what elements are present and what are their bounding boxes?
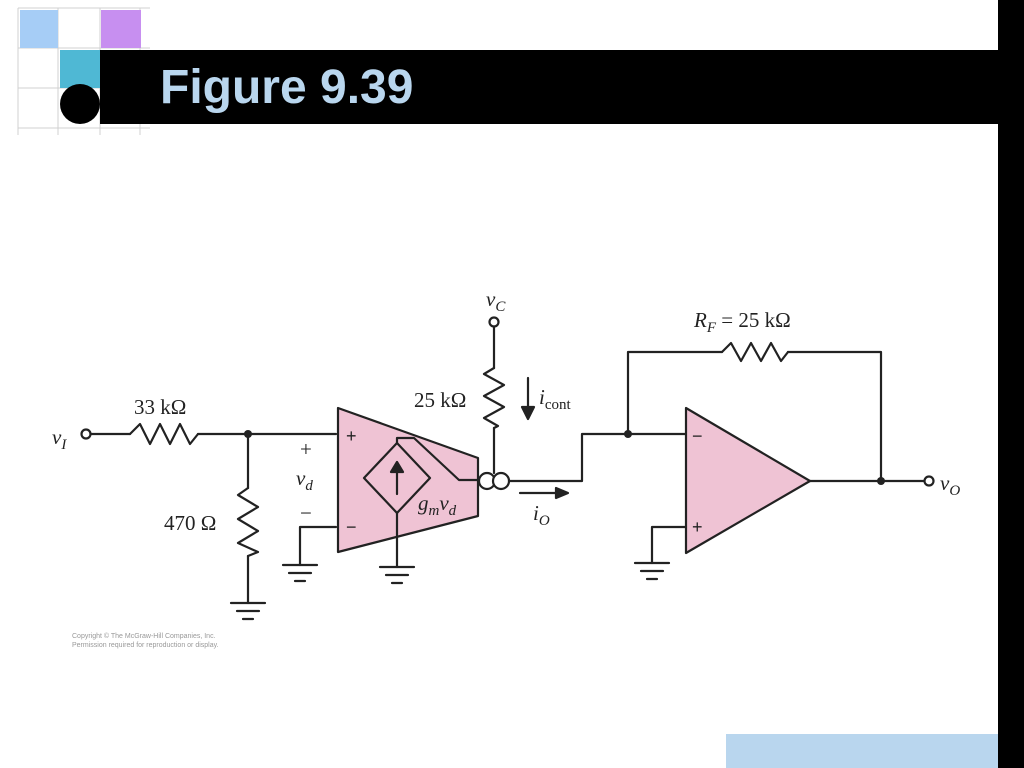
mirror-circle-right [491,471,511,491]
copyright-line-2: Permission required for reproduction or … [72,642,219,649]
ground-ota-minus [281,563,319,583]
label-r-control: 25 kΩ [414,388,466,412]
ground-source [378,565,416,585]
corner-accent-block [726,734,998,768]
junction-feedback-node [624,430,632,438]
decorative-grid [17,7,150,135]
label-ota-plus: + [346,426,357,446]
icont-arrowhead [520,405,536,421]
ground-470 [229,601,267,621]
deco-square-violet [101,10,141,48]
ota-output-wire [507,432,688,483]
deco-square-blue [20,10,58,48]
deco-circle [60,84,100,124]
current-source-arrowhead [389,460,405,474]
junction-input-node [244,430,252,438]
circuit-diagram: vI 33 kΩ 470 Ω + vd − + − gmvd vC 25 kΩ … [52,287,960,621]
deco-square-teal [60,50,100,88]
vc-terminal [488,316,500,328]
label-ota-minus: − [346,517,357,537]
ground-opamp [633,561,671,581]
opamp-body [684,406,812,555]
label-opamp-minus: − [692,426,703,446]
title-bar [100,50,998,124]
input-terminal [80,428,92,440]
label-vd: vd [296,466,313,494]
label-rf: RF = 25 kΩ [693,308,791,336]
feedback-right-wire [786,350,883,483]
resistor-rf [720,341,790,363]
label-icont: icont [539,385,572,413]
label-vc: vC [486,287,506,315]
label-r-in: 33 kΩ [134,395,186,419]
output-terminal [923,475,935,487]
right-border [998,0,1024,768]
label-gm-vd: gmvd [418,491,457,519]
feedback-left-wire [626,350,724,436]
ota-minus-wire [298,525,338,567]
resistor-470 [236,486,260,558]
resistor-25k-control [482,366,506,430]
label-vi: vI [52,425,67,453]
slide-title: Figure 9.39 [160,61,414,114]
io-arrowhead [554,486,570,500]
label-opamp-plus: + [692,517,703,537]
label-io: iO [533,501,550,529]
junction-output-node [877,477,885,485]
label-vo: vO [940,471,960,499]
copyright-notice: Copyright © The McGraw-Hill Companies, I… [72,632,219,650]
label-vd-minus: − [300,501,312,525]
source-output-wire [395,436,482,482]
opamp-plus-wire [650,525,688,565]
label-r-ground: 470 Ω [164,511,216,535]
copyright-line-1: Copyright © The McGraw-Hill Companies, I… [72,633,216,640]
resistor-33k [128,422,200,446]
label-vd-plus: + [300,437,312,461]
